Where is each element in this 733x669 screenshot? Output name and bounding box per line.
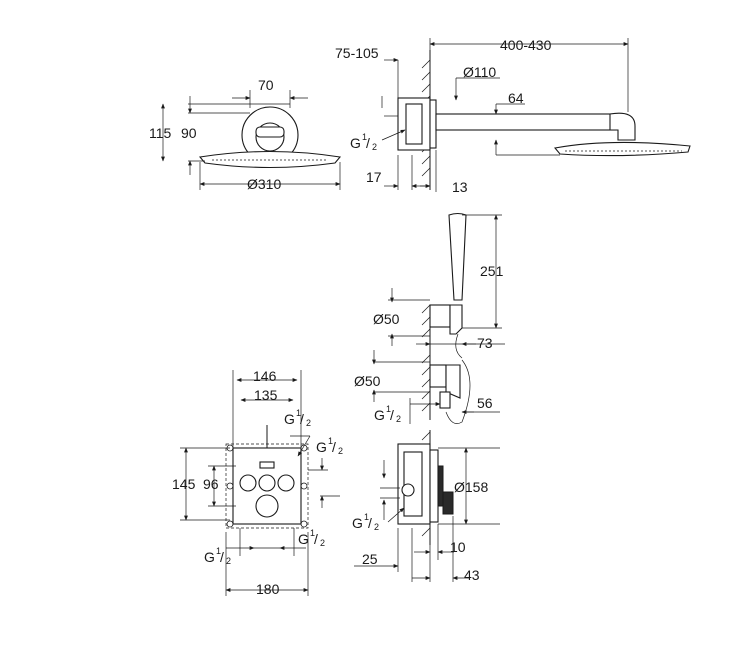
dim-400-430: 400-430: [500, 37, 552, 53]
svg-text:/: /: [300, 411, 304, 427]
svg-text:G: G: [204, 549, 215, 565]
svg-text:1: 1: [310, 528, 315, 538]
svg-text:1: 1: [216, 546, 221, 556]
dim-146: 146: [253, 368, 277, 384]
svg-text:/: /: [314, 531, 318, 547]
svg-text:2: 2: [226, 556, 231, 566]
dim-50-a: Ø50: [373, 311, 400, 327]
svg-text:/: /: [366, 135, 370, 151]
g-half-valve-br-label: G 1 / 2: [298, 528, 325, 548]
svg-text:G: G: [284, 411, 295, 427]
svg-text:2: 2: [372, 142, 377, 152]
dim-43: 43: [464, 567, 480, 583]
svg-text:1: 1: [364, 512, 369, 522]
valve-front-view: 146 135 G 1 / 2 G 1 / 2 145 96: [172, 368, 343, 597]
dim-145: 145: [172, 476, 196, 492]
svg-text:2: 2: [306, 418, 311, 428]
g-half-valve-top-label: G 1 / 2: [284, 408, 311, 428]
dim-56: 56: [477, 395, 493, 411]
head-shower-side-view: 75-105 400-430 Ø110 64 G 1 / 2 17 13: [335, 37, 691, 195]
dim-180: 180: [256, 581, 280, 597]
svg-text:/: /: [390, 407, 394, 423]
dim-90: 90: [181, 125, 197, 141]
dim-10: 10: [450, 539, 466, 555]
svg-text:1: 1: [296, 408, 301, 418]
dim-73: 73: [477, 335, 493, 351]
dim-64: 64: [508, 90, 524, 106]
dim-50-b: Ø50: [354, 373, 381, 389]
svg-text:2: 2: [338, 446, 343, 456]
svg-text:2: 2: [374, 522, 379, 532]
head-shower-front-view: 70 115 90 Ø310: [149, 77, 342, 192]
hand-shower-view: 251 Ø50 73 Ø50 G 1 / 2 56: [354, 212, 505, 424]
svg-text:G: G: [316, 439, 327, 455]
svg-text:2: 2: [320, 538, 325, 548]
svg-text:/: /: [332, 439, 336, 455]
dim-25: 25: [362, 551, 378, 567]
svg-text:/: /: [368, 515, 372, 531]
svg-text:G: G: [298, 531, 309, 547]
svg-text:/: /: [220, 549, 224, 565]
svg-text:1: 1: [362, 132, 367, 142]
g-half-head-label: G 1 / 2: [350, 132, 377, 152]
dim-75-105: 75-105: [335, 45, 379, 61]
valve-side-view: Ø158 G 1 / 2 25 10 43: [352, 430, 500, 583]
dim-158: Ø158: [454, 479, 488, 495]
dim-115: 115: [149, 125, 172, 141]
dim-251: 251: [480, 263, 504, 279]
dim-96: 96: [203, 476, 219, 492]
dim-17: 17: [366, 169, 382, 185]
dim-13: 13: [452, 179, 468, 195]
dim-310: Ø310: [247, 176, 281, 192]
svg-text:G: G: [350, 135, 361, 151]
svg-text:1: 1: [328, 436, 333, 446]
g-half-valve-bl-label: G 1 / 2: [204, 546, 231, 566]
dim-70: 70: [258, 77, 274, 93]
svg-text:1: 1: [386, 404, 391, 414]
svg-text:G: G: [374, 407, 385, 423]
g-half-hand-label: G 1 / 2: [374, 404, 401, 424]
dim-110: Ø110: [463, 64, 496, 80]
dim-135: 135: [254, 387, 278, 403]
g-half-valve-right-label: G 1 / 2: [316, 436, 343, 456]
g-half-valve-side-label: G 1 / 2: [352, 512, 379, 532]
svg-text:2: 2: [396, 414, 401, 424]
svg-text:G: G: [352, 515, 363, 531]
